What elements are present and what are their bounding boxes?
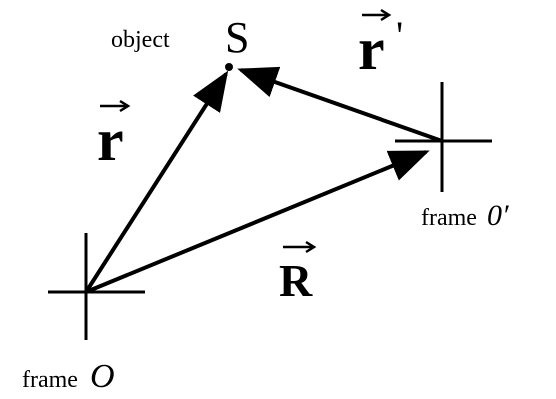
frame-o-symbol: O [90,358,115,395]
frame-o-prime-word: frame [421,205,477,231]
vector-r-prime-label-group: r ' [358,8,403,82]
vector-R-arrow [85,150,430,294]
frame-o-label: frame O [22,358,115,395]
object-point [225,63,233,71]
frame-o-word: frame [22,367,78,393]
vector-r-label-group: r [97,99,131,173]
vector-R-label-group: R [279,240,317,306]
frame-o-prime-crosshair [395,82,492,192]
vector-r-prime-label: r [358,16,385,82]
object-symbol: S [225,13,249,62]
vector-r-prime-mark: ' [396,13,403,58]
vector-r-label: r [97,107,124,173]
vector-r-arrow [84,70,229,294]
object-label: object [111,27,170,53]
frame-o-prime-symbol: 0′ [487,199,509,232]
vector-R-label: R [279,255,313,306]
frame-o-crosshair [48,233,145,340]
frame-o-prime-label: frame 0′ [421,199,509,232]
vector-r-prime-arrow [237,66,443,143]
